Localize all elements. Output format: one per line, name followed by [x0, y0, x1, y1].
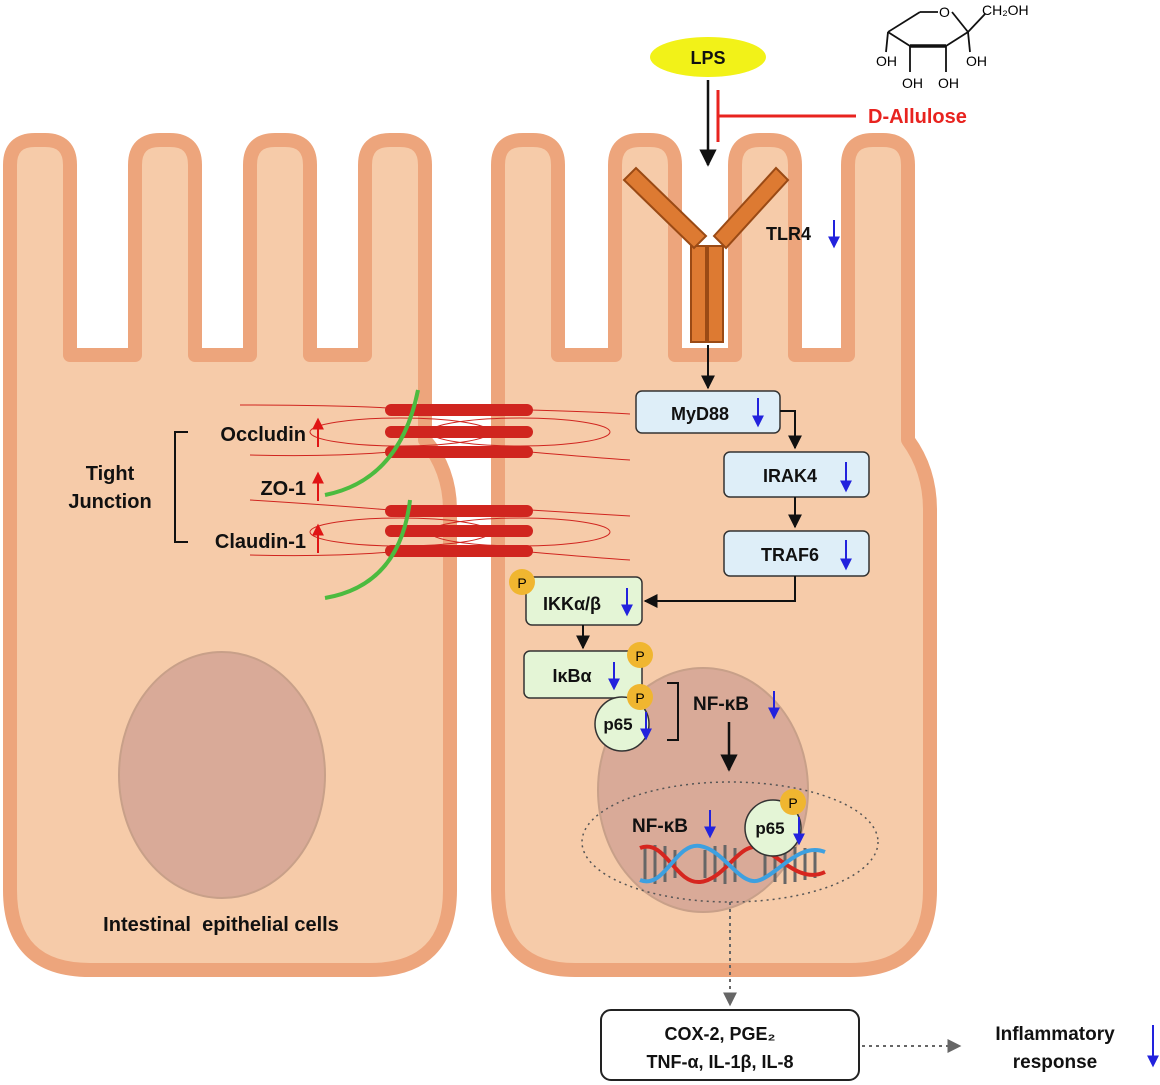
cell-label: Intestinal epithelial cells: [103, 914, 339, 936]
tight-junction-strands: [239, 404, 631, 561]
allulose-ring-o: O: [939, 4, 950, 20]
ikba-label: IκBα: [552, 666, 591, 686]
allulose-oh-2: OH: [902, 75, 923, 91]
tight-junction-bracket: [174, 431, 188, 543]
d-allulose-label: D-Allulose: [868, 106, 967, 128]
tlr4-receptor: [622, 166, 790, 343]
nfkb-label: NF-κB: [693, 694, 749, 715]
allulose-oh-4: OH: [966, 53, 987, 69]
output-line2: TNF-α, IL-1β, IL-8: [646, 1052, 793, 1072]
allulose-oh-1: OH: [876, 53, 897, 69]
p65-label: p65: [603, 715, 632, 734]
response-line1: Inflammatory: [995, 1024, 1115, 1045]
zo1-label: ZO-1: [260, 478, 306, 500]
allulose-ch2oh: CH₂OH: [982, 2, 1029, 18]
left-cell-nucleus: [118, 651, 326, 899]
lps-ellipse: [650, 37, 766, 77]
allulose-oh-3: OH: [938, 75, 959, 91]
p65-nucleus-circle: [744, 799, 802, 857]
myd88-label: MyD88: [671, 404, 729, 424]
p65-phospho-label: P: [635, 690, 644, 706]
p65-phospho-circle: [627, 684, 653, 710]
p65-nucleus-phospho-label: P: [788, 795, 797, 811]
claudin1-label: Claudin-1: [215, 531, 306, 553]
zo1-line-upper: [324, 389, 420, 497]
nfkb-bracket: [667, 682, 679, 741]
tight-junction-title-line2: Junction: [68, 491, 151, 513]
occludin-label: Occludin: [220, 424, 306, 446]
output-box: [600, 1009, 860, 1081]
d-allulose-structure: [885, 11, 986, 72]
irak4-label: IRAK4: [763, 466, 817, 486]
chromatin-region: [581, 781, 879, 903]
arrow-myd88-irak4: [780, 410, 802, 450]
ikba-phospho-label: P: [635, 648, 644, 664]
ikk-phospho-circle: [509, 569, 535, 595]
lps-label: LPS: [690, 48, 725, 68]
traf6-box: [723, 530, 870, 577]
p65-nucleus-label: p65: [755, 819, 784, 838]
ikk-phospho-label: P: [517, 575, 526, 591]
irak4-box: [723, 451, 870, 498]
nfkb-nucleus-label: NF-κB: [632, 816, 688, 837]
arrow-traf6-ikk: [643, 576, 796, 608]
p65-circle: [594, 696, 650, 752]
traf6-label: TRAF6: [761, 545, 819, 565]
output-line1: COX-2, PGE₂: [664, 1024, 775, 1044]
tight-junction-title-line1: Tight: [86, 463, 135, 485]
tlr4-label: TLR4: [766, 224, 811, 244]
zo1-line-lower: [324, 499, 412, 600]
p65-nucleus-phospho-circle: [780, 789, 806, 815]
ikk-label: IKKα/β: [543, 594, 601, 614]
ikba-phospho-circle: [627, 642, 653, 668]
response-line2: response: [1013, 1052, 1097, 1073]
